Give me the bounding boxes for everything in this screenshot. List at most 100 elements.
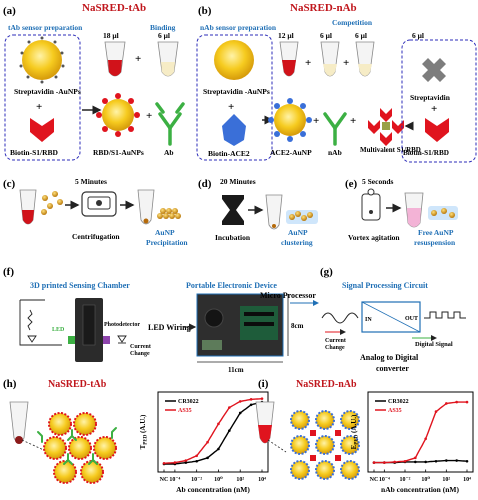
- panel-f-letter: (f): [3, 266, 14, 278]
- panel-e-result-line2: resuspension: [414, 238, 456, 247]
- data-point: [249, 398, 253, 401]
- panel-f-height-label: 8cm: [291, 322, 304, 330]
- digital-signal-label: Digital Signal: [415, 341, 453, 348]
- photodetector-purple: [103, 336, 110, 344]
- panel-a-prep-box: [4, 34, 81, 161]
- chart-h-ylabel: TPED (A.U.): [139, 414, 149, 449]
- multivalent-s1-rbd-icon: [368, 108, 404, 146]
- panel-b-prep-label: nAb sensor preparation: [200, 23, 277, 32]
- zoom-line-i: [267, 439, 287, 453]
- data-point: [217, 447, 220, 451]
- data-point: [465, 400, 469, 404]
- digital-wave-icon: [424, 311, 466, 319]
- out-label: OUT: [405, 316, 418, 322]
- panel-h-letter: (h): [3, 378, 17, 390]
- plus-sign: +: [305, 57, 311, 69]
- panel-a-biotin-label: Biotin-S1/RBD: [10, 148, 59, 157]
- panel-a-ab-label: Ab: [164, 148, 174, 157]
- nab-cluster-icon: [290, 410, 360, 480]
- data-point: [206, 440, 209, 444]
- nab-icon: [323, 112, 347, 146]
- panel-i-letter: (i): [258, 378, 269, 390]
- current-change-label: Current: [130, 344, 151, 350]
- data-point: [455, 459, 458, 462]
- plus-sign: +: [313, 115, 319, 127]
- chart-h-legend-cr3022: CR3022: [178, 399, 199, 405]
- panel-a: (a) NaSRED-tAb tAb sensor preparation Bi…: [3, 2, 185, 161]
- data-point: [424, 460, 427, 464]
- g-current-line2: Change: [325, 345, 345, 351]
- panel-d-result-line2: clustering: [281, 238, 313, 247]
- data-point: [424, 437, 427, 441]
- zoom-line: [21, 439, 49, 453]
- x-tick-label: NC: [160, 477, 169, 483]
- g-current-line1: Current: [325, 338, 346, 344]
- data-point: [434, 410, 438, 413]
- panel-f: (f) 3D printed Sensing Chamber Portable …: [3, 266, 319, 374]
- chart-h-xlabel: Ab concentration (nM): [176, 485, 250, 494]
- panel-e-letter: (e): [345, 178, 358, 190]
- series-line-as35: [374, 401, 467, 464]
- panel-f-micro-label: Micro Processor: [260, 291, 316, 300]
- plus-sign: +: [350, 115, 356, 127]
- panel-d: (d) 20 Minutes Incubation AuNP clusterin…: [198, 177, 318, 247]
- tab-cluster-icon: [43, 412, 117, 484]
- x-tick-label: 10²: [442, 477, 450, 483]
- vortex-icon: [361, 193, 381, 221]
- panel-b-right-box: [401, 39, 477, 163]
- data-point: [162, 461, 166, 465]
- panel-e-step: Vortex agitation: [348, 233, 400, 242]
- panel-b-biotin-s1-label: Biotin-S1/RBD: [403, 149, 449, 157]
- panel-e-time: 5 Seconds: [362, 177, 394, 186]
- panel-b-title: NaSRED-nAb: [290, 2, 357, 14]
- data-point: [393, 460, 396, 464]
- chart-i-xlabel: nAb concentration (nM): [381, 485, 459, 494]
- data-point: [228, 429, 231, 432]
- panel-b-strep-label: Streptavidin: [410, 93, 451, 102]
- chart-i-legend-cr3022: CR3022: [388, 399, 409, 405]
- data-point: [238, 411, 242, 415]
- ace2-blue-dots: [268, 98, 312, 142]
- panel-f-width-label: 11cm: [228, 366, 244, 374]
- panel-f-chamber-label: 3D printed Sensing Chamber: [30, 281, 130, 290]
- panel-a-vol1: 18 μl: [103, 31, 119, 40]
- data-point: [195, 454, 198, 458]
- plus-sign: +: [228, 101, 234, 113]
- data-point: [238, 400, 242, 403]
- plus-sign: +: [135, 53, 141, 65]
- panel-b-np-label: Streptavidin -AuNPs: [203, 87, 270, 96]
- biotin-s1-rbd-icon: [425, 118, 449, 142]
- aunp-particles: [41, 191, 63, 215]
- panel-i-title: NaSRED-nAb: [296, 379, 357, 390]
- rbd-red-petals: [96, 93, 140, 137]
- panel-b-multivalent-label: Multivalent S1/RBD: [360, 146, 421, 154]
- panel-b-competition-label: Competition: [332, 18, 373, 27]
- panel-f-wiring-label: LED Wiring: [148, 323, 191, 332]
- data-point: [206, 456, 209, 460]
- panel-b-ace2-label: ACE2-AuNP: [270, 148, 312, 157]
- panel-c-letter: (c): [3, 178, 16, 190]
- x-tick-label: 10⁻²: [191, 477, 202, 483]
- data-point: [455, 400, 458, 404]
- data-point: [260, 397, 264, 400]
- panel-a-np-label: Streptavidin -AuNPs: [14, 87, 81, 96]
- panel-b-prep-box: [196, 34, 273, 161]
- panel-b-nab-label: nAb: [328, 148, 342, 157]
- panel-e-result-line1: Free AuNP: [418, 228, 454, 237]
- photodetector-label: Photodetector: [104, 322, 140, 328]
- chart-i-frame: [367, 391, 474, 473]
- panel-g-title: Signal Processing Circuit: [342, 281, 428, 290]
- panel-b-vol2: 6 μl: [320, 31, 332, 40]
- panel-a-title: NaSRED-tAb: [82, 2, 146, 14]
- panel-d-time: 20 Minutes: [220, 177, 256, 186]
- chart-i-legend-as35: AS35: [388, 408, 402, 414]
- data-point: [217, 422, 220, 426]
- analog-wave-icon: [321, 312, 359, 324]
- panel-c-step: Centrifugation: [72, 232, 120, 241]
- panel-g-letter: (g): [320, 266, 333, 278]
- panel-c-result-line1: AuNP: [155, 228, 175, 237]
- data-point: [173, 461, 177, 464]
